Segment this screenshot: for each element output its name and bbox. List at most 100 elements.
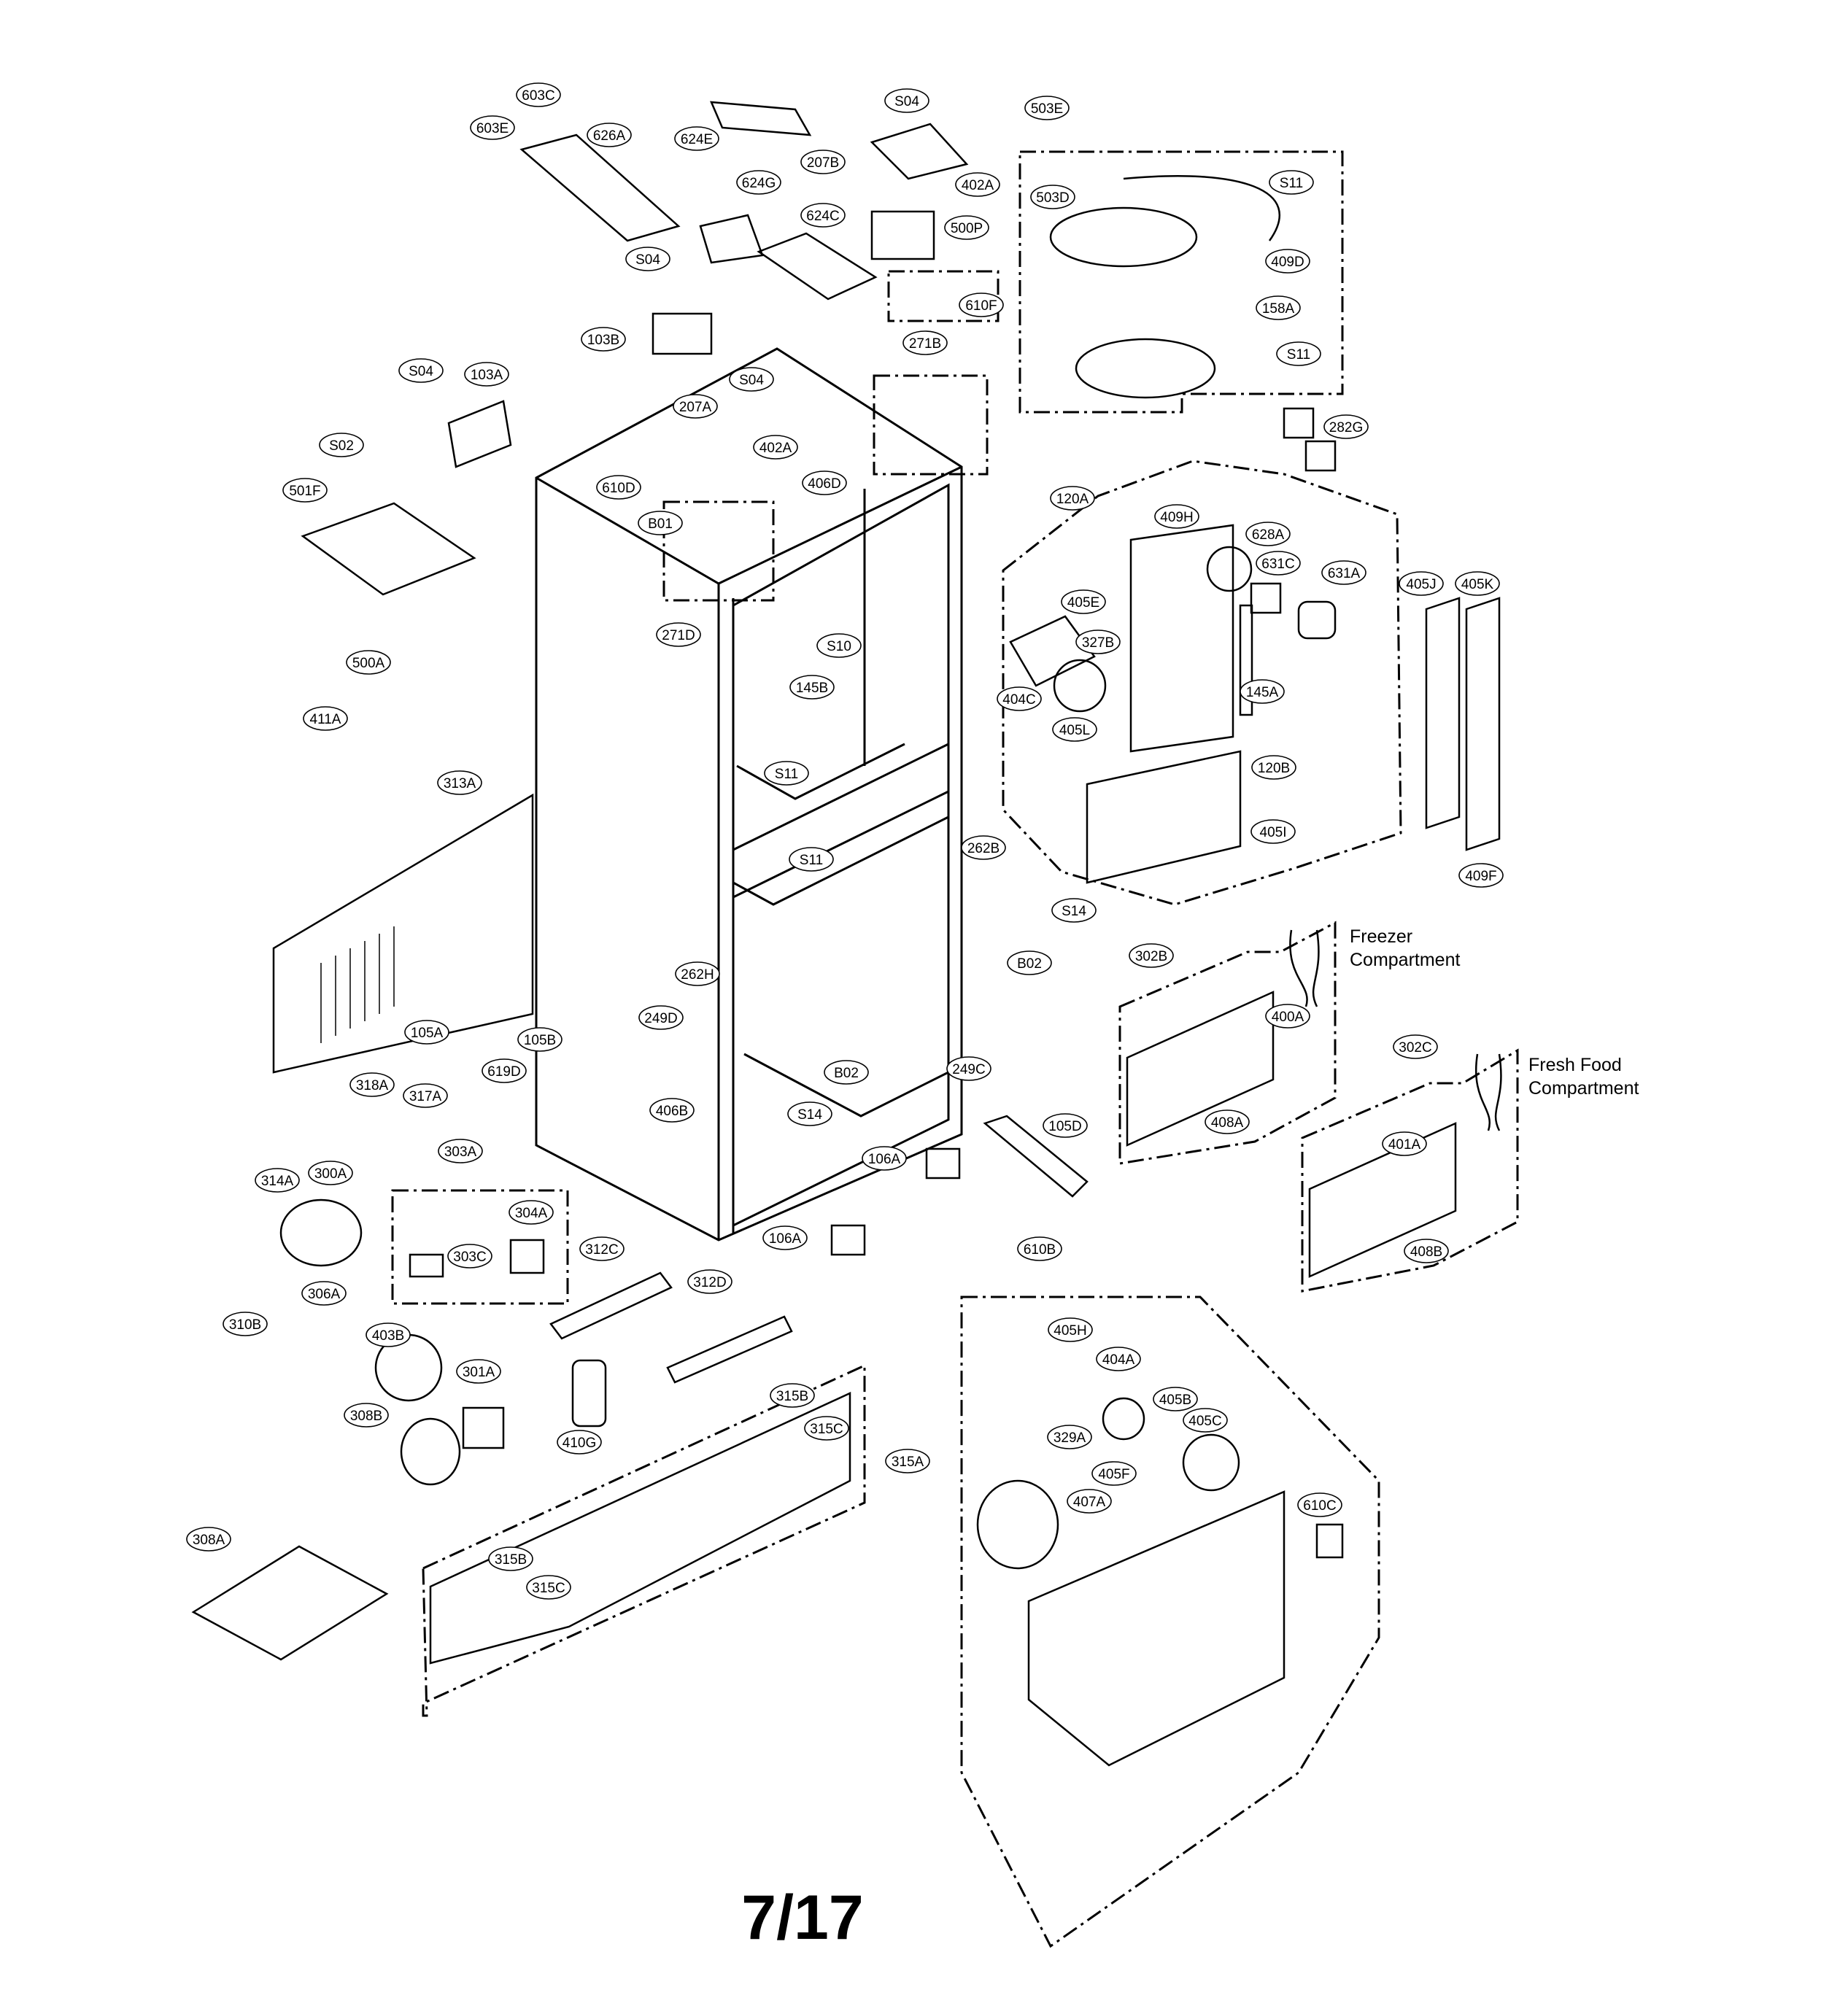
label-oval [625, 247, 670, 271]
page-number: 7/17 [741, 1883, 863, 1953]
boundary-610B [960, 1295, 1380, 1948]
part-label-628a: 628A [1245, 522, 1291, 546]
part-282G-b [1304, 440, 1337, 472]
label-oval [282, 478, 328, 503]
label-text: 310B [229, 1317, 261, 1333]
housing-407A [976, 1479, 1059, 1570]
label-text: 106A [769, 1231, 802, 1247]
label-text: 631A [1328, 566, 1361, 581]
label-text: 317A [409, 1089, 442, 1104]
label-oval [186, 1527, 231, 1552]
label-oval [398, 358, 444, 383]
part-label-315b: 315B [488, 1546, 533, 1571]
label-oval [303, 706, 348, 731]
boundary-302B [1118, 921, 1337, 1165]
part-405K [1465, 597, 1501, 851]
label-oval [1404, 1239, 1449, 1263]
label-oval [884, 88, 929, 113]
part-label-631a: 631A [1321, 560, 1366, 585]
label-oval [946, 1056, 991, 1081]
label-text: 405I [1260, 825, 1287, 840]
label-text: 405L [1059, 723, 1090, 738]
label-oval [789, 675, 835, 700]
part-label-249c: 249C [946, 1056, 991, 1081]
label-oval [687, 1269, 732, 1294]
part-label-301a: 301A [456, 1359, 501, 1384]
part-label-s04: S04 [625, 247, 670, 271]
label-oval [404, 1020, 449, 1045]
part-label-631c: 631C [1256, 551, 1301, 576]
part-405J [1425, 597, 1461, 829]
fan-329A [1182, 1433, 1240, 1492]
part-label-315c: 315C [804, 1416, 849, 1441]
label-text: 315C [532, 1581, 565, 1596]
label-oval [403, 1083, 448, 1108]
part-label-405b: 405B [1153, 1387, 1198, 1411]
label-oval [1382, 1131, 1427, 1156]
part-label-409f: 409F [1458, 863, 1504, 888]
part-label-105a: 105A [404, 1020, 449, 1045]
label-oval [1251, 755, 1296, 780]
part-158A [1075, 338, 1216, 399]
label-text: 610D [602, 481, 635, 496]
fresh-food-caption-line1: Fresh Food [1528, 1055, 1622, 1075]
label-oval [438, 1139, 483, 1163]
label-oval [1321, 560, 1366, 585]
label-text: 408B [1410, 1244, 1442, 1260]
label-text: B01 [648, 516, 673, 532]
part-label-s14: S14 [787, 1101, 832, 1126]
label-oval [470, 115, 515, 140]
part-label-409h: 409H [1154, 504, 1199, 529]
part-label-s02: S02 [319, 433, 364, 457]
part-label-314a: 314A [255, 1168, 300, 1193]
label-text: 400A [1272, 1010, 1304, 1025]
label-text: 120B [1258, 761, 1290, 776]
label-text: 158A [1262, 301, 1295, 317]
part-282G [1283, 407, 1315, 439]
label-oval [447, 1244, 492, 1269]
label-text: 405C [1188, 1414, 1221, 1429]
duct-610B [1027, 1490, 1286, 1767]
label-text: 624G [742, 176, 776, 191]
part-label-312c: 312C [579, 1236, 625, 1261]
label-text: 503E [1031, 101, 1063, 117]
label-text: S11 [800, 853, 823, 868]
label-text: 410G [562, 1436, 596, 1451]
label-oval [1399, 571, 1444, 596]
label-text: 313A [444, 776, 476, 791]
label-text: 249C [952, 1062, 985, 1077]
label-text: 303A [444, 1145, 477, 1160]
label-text: 282G [1329, 420, 1363, 435]
part-label-500p: 500P [944, 215, 989, 240]
part-label-271d: 271D [656, 622, 701, 647]
label-oval [581, 327, 626, 352]
label-text: 105B [524, 1033, 556, 1048]
part-label-207b: 207B [800, 150, 846, 174]
label-oval [1129, 943, 1174, 968]
label-text: 302C [1399, 1040, 1431, 1056]
boundary-303A [391, 1189, 569, 1305]
part-label-303c: 303C [447, 1244, 492, 1269]
part-120B [1086, 750, 1242, 884]
part-label-318a: 318A [349, 1072, 395, 1097]
part-label-405c: 405C [1183, 1408, 1228, 1433]
label-text: 312C [585, 1242, 618, 1258]
part-304A [509, 1239, 545, 1274]
part-label-619d: 619D [482, 1058, 527, 1083]
label-oval [526, 1575, 571, 1600]
boundary-315A [422, 1363, 866, 1717]
label-oval [802, 470, 847, 495]
label-oval [223, 1312, 268, 1336]
label-text: 318A [356, 1078, 389, 1093]
label-oval [638, 511, 683, 535]
part-500P [870, 210, 935, 260]
part-label-s11: S11 [1269, 170, 1314, 195]
label-oval [1047, 1425, 1092, 1449]
label-oval [1017, 1236, 1062, 1261]
label-oval [789, 847, 834, 872]
label-oval [787, 1101, 832, 1126]
part-105D [983, 1115, 1089, 1198]
label-text: 500P [951, 221, 983, 236]
label-text: 308B [350, 1409, 382, 1424]
label-text: 405K [1461, 577, 1494, 592]
